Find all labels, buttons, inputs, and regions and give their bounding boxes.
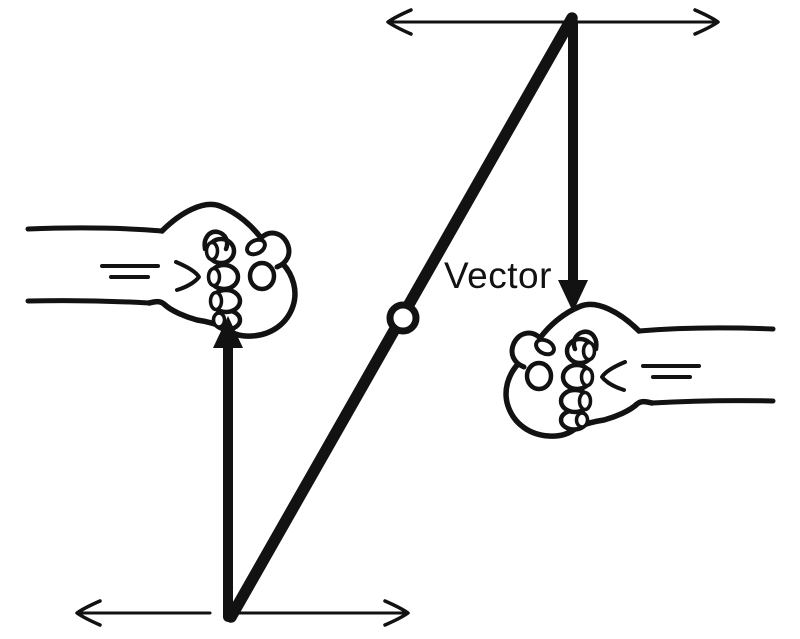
bottom-horizontal-double-arrow [75,599,410,627]
arrowhead-left-icon [386,8,413,36]
arrowhead-right-icon [693,8,720,36]
right-fist-with-arm [506,304,773,436]
left-fist-with-arm [28,204,295,336]
force-arrowhead-down-icon [558,280,588,312]
vector-label: Vector [444,255,552,296]
arrowhead-left-icon [75,599,102,627]
force-arrowhead-up-icon [213,316,243,348]
upward-force-arrow [213,316,243,622]
downward-force-arrow [558,17,588,312]
top-horizontal-double-arrow [386,8,720,36]
arrowhead-right-icon [383,599,410,627]
pivot-circle [386,301,420,335]
